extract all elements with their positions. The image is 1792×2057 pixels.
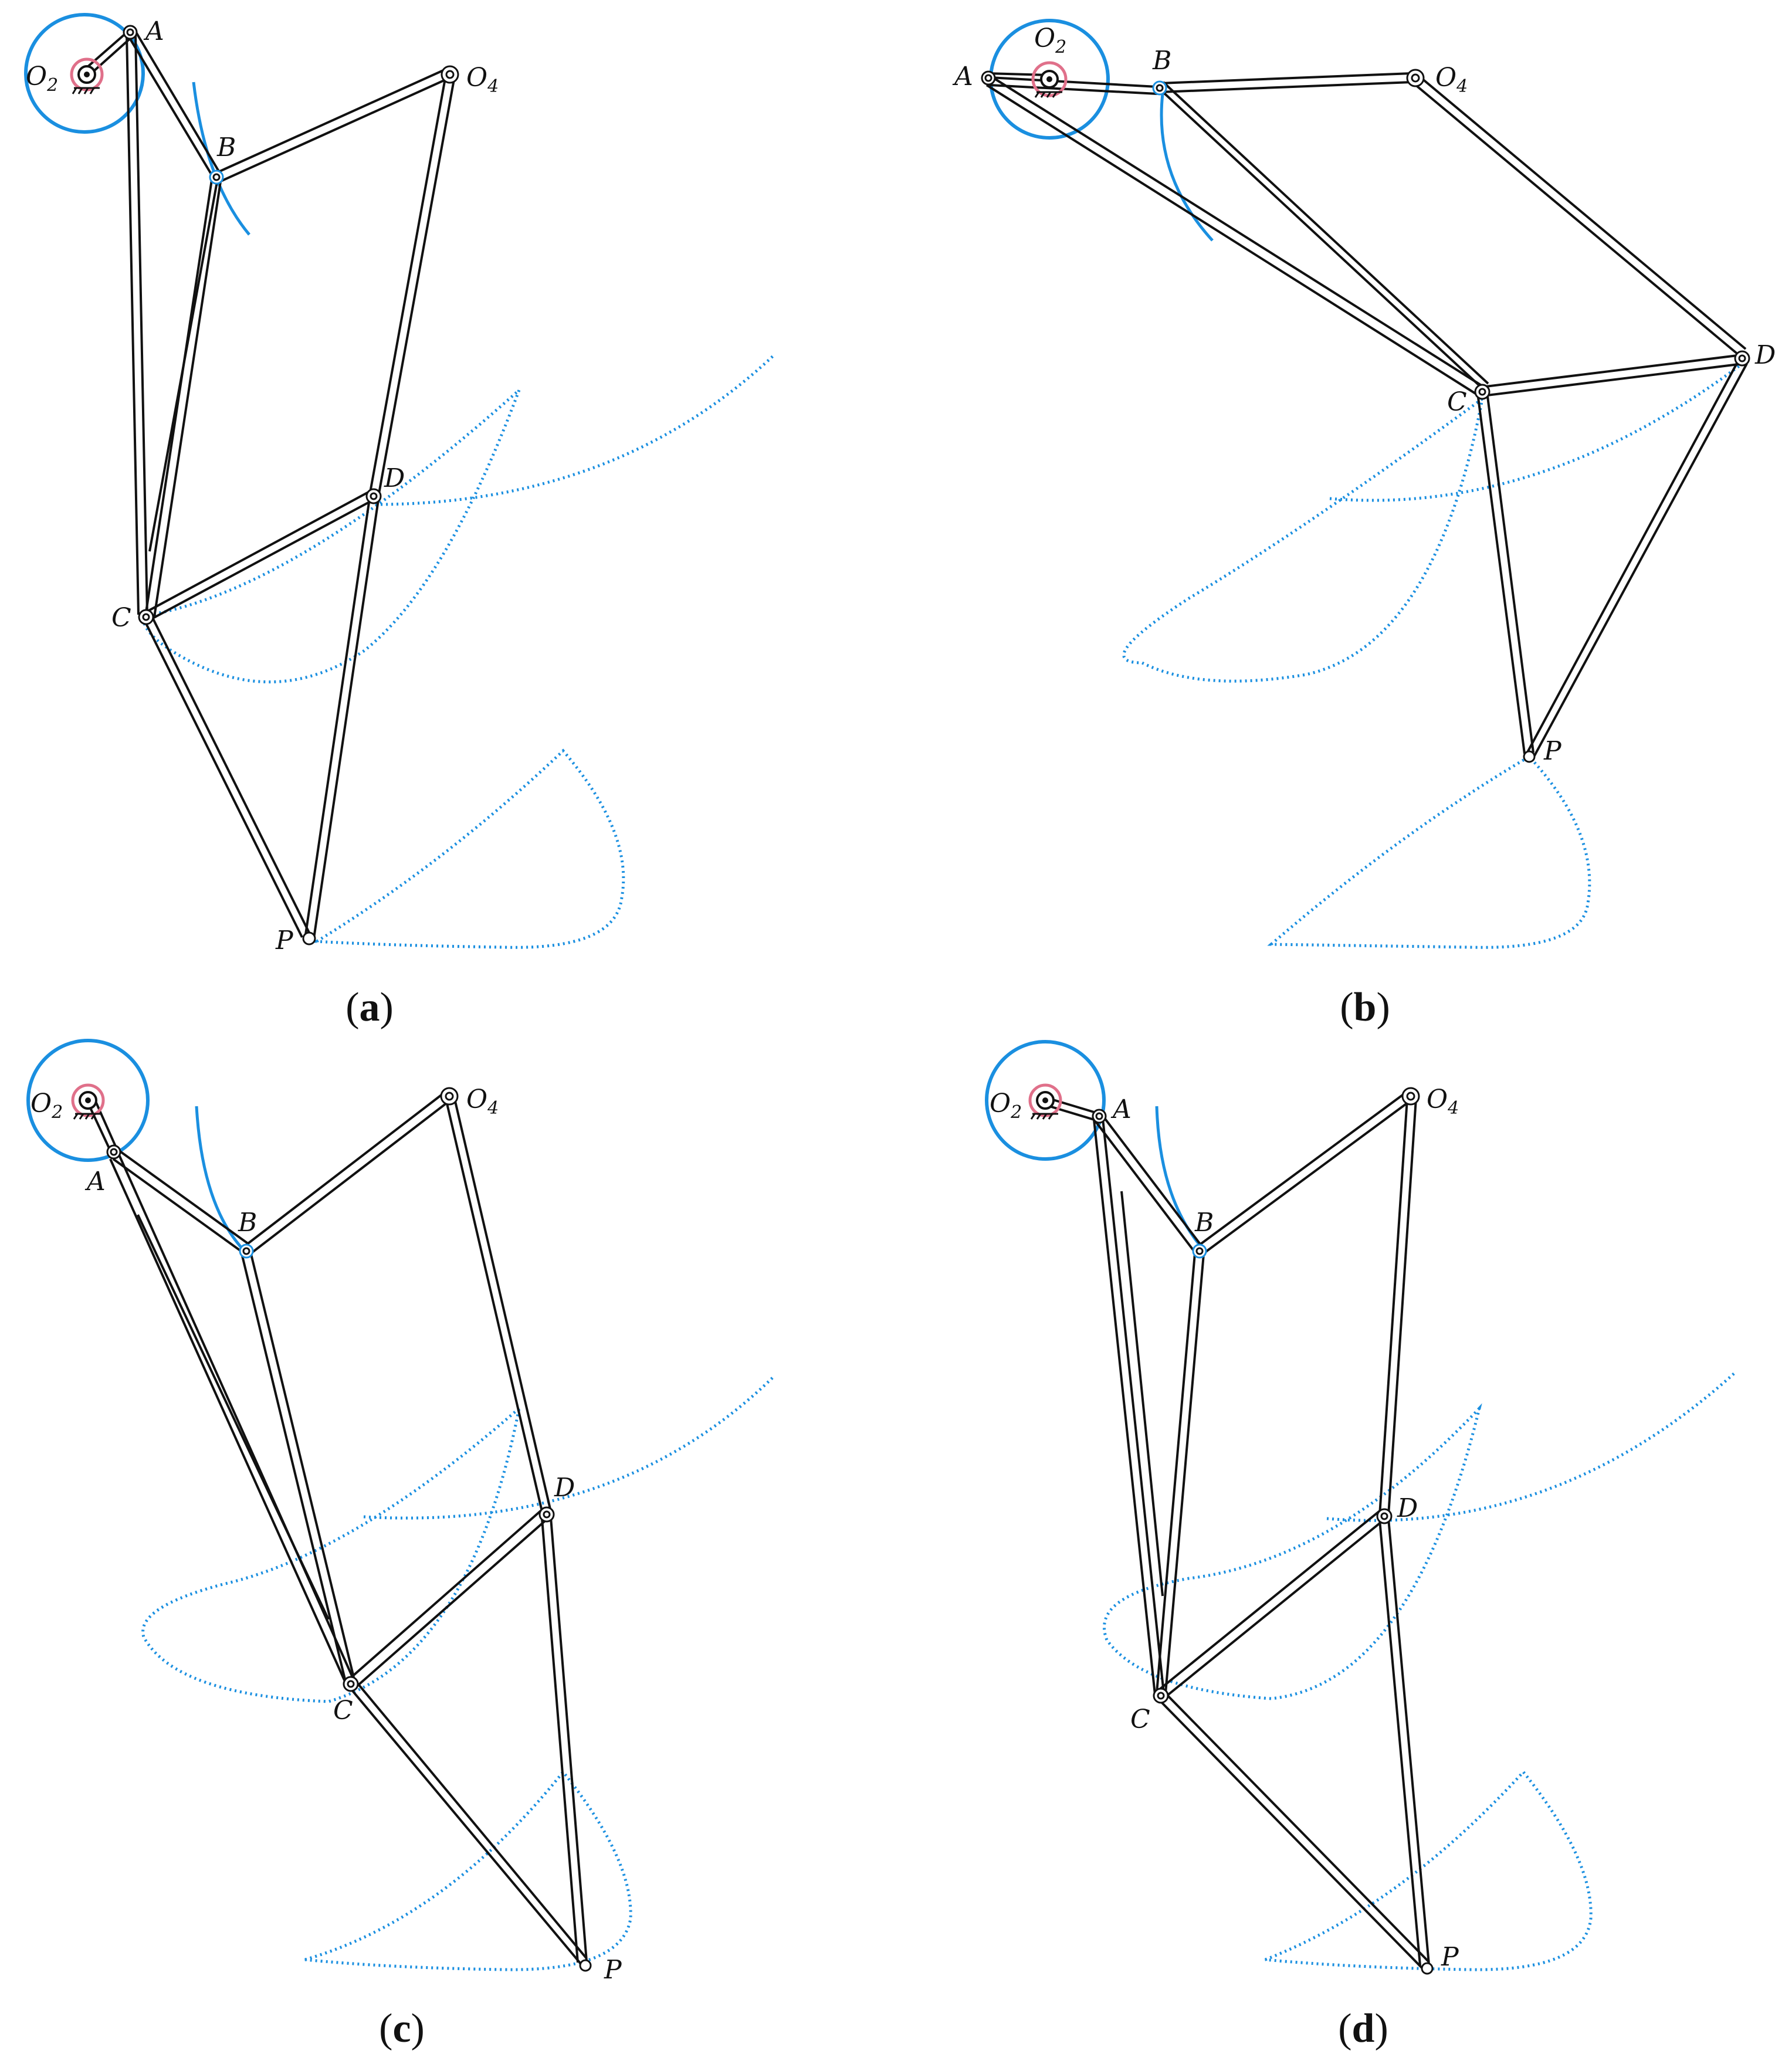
label-b: B bbox=[1152, 46, 1171, 76]
label-p: P bbox=[604, 1955, 622, 1985]
crank-circle bbox=[24, 13, 145, 134]
label-d: D bbox=[384, 463, 405, 493]
joints bbox=[123, 25, 459, 946]
label-a: A bbox=[1110, 1094, 1132, 1124]
drive-motor-icon bbox=[71, 1083, 105, 1120]
panel-a: O2 A B O4 D C P (a) bbox=[0, 0, 896, 1030]
panel-c-drawing: O2 A B O4 D C P (c) bbox=[26, 1039, 775, 2051]
panel-a-drawing: O2 A B O4 D C P (a) bbox=[24, 13, 775, 1030]
label-d: D bbox=[554, 1473, 575, 1503]
caption-d: (d) bbox=[1338, 2006, 1388, 2051]
links bbox=[985, 72, 1748, 758]
panel-b-drawing: A O2 B O4 D C P (b) bbox=[952, 19, 1776, 1030]
label-o2: O2 bbox=[26, 62, 58, 96]
joints bbox=[106, 1087, 592, 1972]
trace-d bbox=[375, 354, 775, 506]
trace-c bbox=[141, 1404, 521, 1703]
label-c: C bbox=[333, 1696, 353, 1726]
label-o2: O2 bbox=[1034, 23, 1066, 57]
joints bbox=[981, 69, 1750, 763]
caption-c: (c) bbox=[379, 2006, 425, 2051]
panel-d-drawing: O2 A B O4 D C P (d) bbox=[985, 1040, 1736, 2051]
label-o2: O2 bbox=[31, 1089, 63, 1123]
label-b: B bbox=[216, 133, 236, 162]
panel-b: A O2 B O4 D C P (b) bbox=[896, 0, 1792, 1030]
label-o4: O4 bbox=[1435, 63, 1468, 97]
label-a: A bbox=[952, 62, 973, 92]
label-o4: O4 bbox=[1427, 1085, 1459, 1119]
drive-motor-icon bbox=[1028, 1083, 1062, 1120]
label-p: P bbox=[1441, 1942, 1459, 1972]
label-d: D bbox=[1754, 340, 1776, 370]
crank-circle bbox=[26, 1039, 150, 1162]
trace-c bbox=[1122, 395, 1485, 683]
label-a: A bbox=[143, 16, 164, 46]
label-b: B bbox=[1194, 1208, 1214, 1238]
links bbox=[1043, 1090, 1430, 1970]
crank-circle bbox=[985, 1040, 1106, 1161]
trace-c bbox=[1103, 1403, 1482, 1700]
label-d: D bbox=[1397, 1493, 1418, 1523]
label-o4: O4 bbox=[466, 63, 499, 97]
label-c: C bbox=[1447, 387, 1467, 417]
panel-c: O2 A B O4 D C P (c) bbox=[0, 1027, 896, 2054]
panel-d: O2 A B O4 D C P (d) bbox=[896, 1027, 1792, 2054]
drive-motor-icon bbox=[70, 57, 104, 94]
coupler-arc-b bbox=[195, 1106, 248, 1254]
caption-a: (a) bbox=[345, 985, 394, 1030]
label-o4: O4 bbox=[466, 1085, 499, 1119]
label-b: B bbox=[238, 1208, 257, 1238]
caption-b: (b) bbox=[1340, 985, 1390, 1030]
label-p: P bbox=[1543, 736, 1562, 766]
trace-p bbox=[1265, 1770, 1593, 1971]
trace-c bbox=[142, 389, 521, 684]
label-o2: O2 bbox=[990, 1089, 1022, 1123]
links bbox=[81, 28, 456, 939]
trace-p bbox=[1267, 754, 1591, 949]
trace-p bbox=[304, 1769, 632, 1971]
trace-p bbox=[311, 748, 625, 949]
label-a: A bbox=[84, 1167, 106, 1197]
trace-d bbox=[1329, 360, 1747, 502]
label-c: C bbox=[1130, 1704, 1150, 1734]
links bbox=[86, 1090, 588, 1965]
label-c: C bbox=[111, 603, 131, 633]
joints bbox=[1092, 1087, 1434, 1975]
drive-motor-icon bbox=[1031, 61, 1068, 98]
coupler-arc-b bbox=[192, 82, 250, 236]
label-p: P bbox=[275, 926, 294, 955]
coupler-arc-b bbox=[1160, 93, 1214, 242]
